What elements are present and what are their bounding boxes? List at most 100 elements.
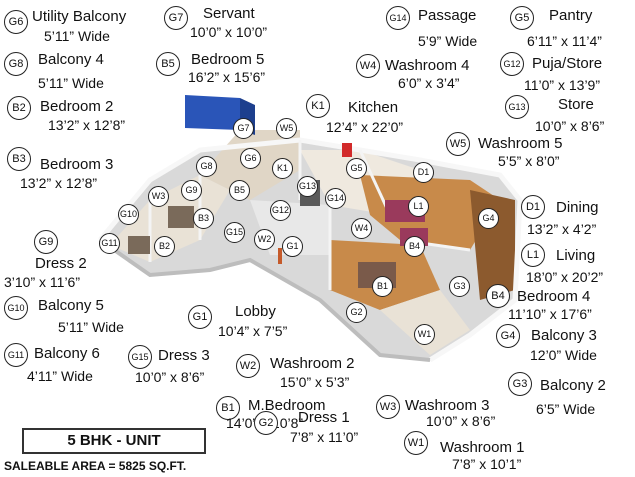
legend-code-badge: W1 — [404, 431, 428, 455]
legend-room-name: Balcony 3 — [531, 327, 597, 344]
legend-code-badge: B5 — [156, 52, 180, 76]
legend-room-name: Dress 3 — [158, 347, 210, 364]
plan-marker: G1 — [282, 236, 303, 257]
outer-wall-front — [98, 238, 431, 362]
legend-room-name: M.Bedroom — [248, 397, 326, 414]
plan-marker: G4 — [478, 208, 499, 229]
plan-marker: W5 — [276, 118, 297, 139]
legend-room-dims: 5’11” Wide — [58, 319, 124, 335]
legend-room-dims: 13’2” x 12’8” — [20, 175, 98, 191]
legend-code-badge: G15 — [128, 345, 152, 369]
legend-room-name: Bedroom 2 — [40, 98, 114, 115]
plan-marker: G8 — [196, 156, 217, 177]
legend-room-name: Pantry — [549, 7, 593, 24]
blue-wall — [185, 95, 240, 130]
legend-room-name: Balcony 5 — [38, 297, 104, 314]
plan-marker: G11 — [99, 233, 120, 254]
legend-code-badge: B4 — [486, 284, 510, 308]
legend-room-name: Store — [558, 96, 594, 113]
plan-marker: G3 — [449, 276, 470, 297]
legend-room-name: Kitchen — [348, 99, 399, 116]
legend-room-name: Passage — [418, 7, 477, 24]
legend-room-dims: 13’2” x 12’8” — [48, 117, 126, 133]
legend-code-badge: G6 — [4, 10, 28, 34]
plan-marker: G15 — [224, 222, 245, 243]
legend-room-dims: 5’11” Wide — [38, 75, 104, 91]
legend-room-name: Washroom 3 — [405, 397, 490, 414]
bed-2 — [128, 236, 150, 254]
legend-code-badge: D1 — [521, 195, 545, 219]
legend-code-badge: W2 — [236, 354, 260, 378]
plan-marker: G10 — [118, 204, 139, 225]
legend-room-name: Balcony 4 — [38, 51, 104, 68]
legend-room-dims: 6’0” x 3’4” — [398, 75, 460, 91]
legend-room-dims: 10’4” x 7’5” — [218, 323, 288, 339]
outer-wall — [98, 137, 523, 363]
legend-room-dims: 18’0” x 20’2” — [526, 269, 604, 285]
legend-code-badge: G2 — [254, 411, 278, 435]
chimney — [342, 143, 352, 157]
legend-room-dims: 6’5” Wide — [536, 401, 596, 417]
plan-marker: G7 — [233, 118, 254, 139]
entrance-door — [278, 248, 282, 264]
plan-marker: G2 — [346, 302, 367, 323]
legend-room-dims: 11’0” x 13’9” — [524, 77, 601, 93]
plan-marker: G14 — [325, 188, 346, 209]
legend-code-badge: W3 — [376, 395, 400, 419]
plan-marker: W3 — [148, 186, 169, 207]
plan-marker: W1 — [414, 324, 435, 345]
unit-title-box: 5 BHK - UNIT — [22, 428, 206, 454]
legend-code-badge: G10 — [4, 296, 28, 320]
plan-marker: G13 — [297, 176, 318, 197]
legend-room-dims: 10’0” x 10’0” — [190, 24, 268, 40]
legend-room-dims: 3’10” x 11’6” — [4, 274, 81, 290]
legend-room-dims: 7’8” x 10’1” — [452, 456, 522, 472]
legend-room-name: Servant — [203, 5, 255, 22]
legend-code-badge: K1 — [306, 94, 330, 118]
legend-room-name: Utility Balcony — [32, 8, 127, 25]
legend-room-name: Washroom 2 — [270, 355, 355, 372]
plan-marker: L1 — [408, 196, 429, 217]
plan-marker: B4 — [404, 236, 425, 257]
legend-room-name: Lobby — [235, 303, 276, 320]
legend-code-badge: G11 — [4, 343, 28, 367]
plan-marker: K1 — [272, 158, 293, 179]
legend-room-dims: 15’0” x 5’3” — [280, 374, 350, 390]
legend-room-name: Dress 2 — [35, 255, 87, 272]
plan-marker: B3 — [193, 208, 214, 229]
legend-room-dims: 5’9” Wide — [418, 33, 478, 49]
legend-room-name: Living — [556, 247, 596, 264]
legend-code-badge: G7 — [164, 6, 188, 30]
legend-code-badge: G3 — [508, 372, 532, 396]
legend-code-badge: W4 — [356, 54, 380, 78]
legend-room-name: Bedroom 4 — [517, 288, 591, 305]
legend-room-name: Washroom 1 — [440, 439, 525, 456]
legend-room-name: Balcony 6 — [34, 345, 100, 362]
legend-room-dims: 12’0” Wide — [530, 347, 597, 363]
bed-3 — [168, 206, 194, 228]
legend-code-badge: G13 — [505, 95, 529, 119]
plan-marker: G5 — [346, 158, 367, 179]
legend-room-name: Bedroom 5 — [191, 51, 265, 68]
legend-room-dims: 5’11” Wide — [44, 28, 110, 44]
plan-marker: W2 — [254, 229, 275, 250]
legend-code-badge: G9 — [34, 230, 58, 254]
legend-code-badge: W5 — [446, 132, 470, 156]
legend-code-badge: B1 — [216, 396, 240, 420]
legend-room-dims: 10’0” x 8’6” — [135, 369, 205, 385]
legend-room-dims: 10’0” x 8’6” — [426, 413, 496, 429]
plan-marker: G9 — [181, 180, 202, 201]
plan-marker: G6 — [240, 148, 261, 169]
legend-code-badge: G14 — [386, 6, 410, 30]
floor-living — [360, 175, 500, 250]
plan-marker: B2 — [154, 236, 175, 257]
legend-room-name: Dress 1 — [298, 409, 350, 426]
legend-room-name: Washroom 4 — [385, 57, 470, 74]
legend-room-dims: 13’2” x 4’2” — [527, 221, 597, 237]
legend-code-badge: G4 — [496, 324, 520, 348]
legend-room-dims: 4’11” Wide — [27, 368, 93, 384]
legend-room-dims: 11’10” x 17’6” — [508, 306, 592, 322]
legend-room-name: Balcony 2 — [540, 377, 606, 394]
legend-room-dims: 16’2” x 15’6” — [188, 69, 266, 85]
legend-room-dims: 10’0” x 8’6” — [535, 118, 605, 134]
